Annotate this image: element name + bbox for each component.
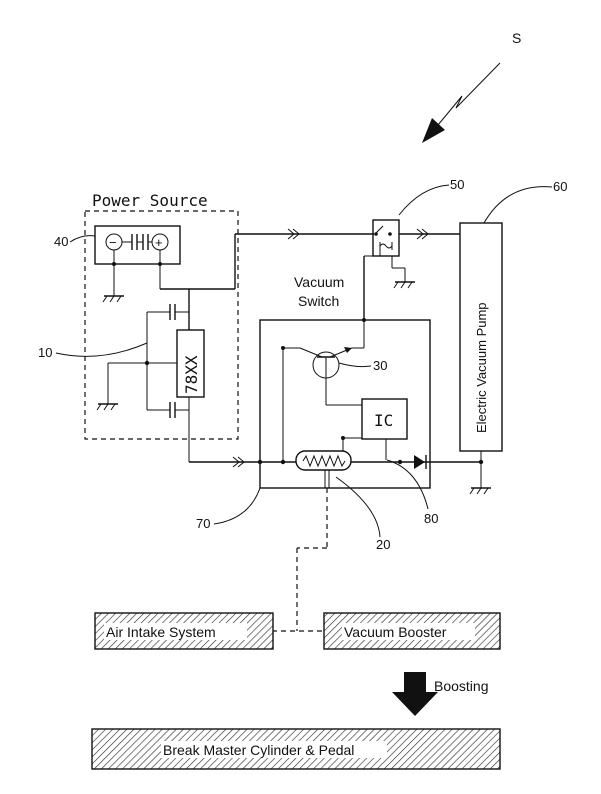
master-cylinder: Break Master Cylinder & Pedal <box>91 728 501 770</box>
vacuum-booster-label: Vacuum Booster <box>344 624 447 640</box>
ref-70: 70 <box>196 516 210 531</box>
resistor-icon <box>302 454 346 468</box>
ref-60: 60 <box>553 179 567 194</box>
top-feed-wire <box>234 228 374 289</box>
power-source-group: Power Source − + <box>84 191 239 462</box>
regulator-label: 78XX <box>182 355 201 394</box>
air-intake-label: Air Intake System <box>106 624 216 640</box>
s-arrow-head-icon <box>422 118 445 143</box>
ref-10: 10 <box>38 345 52 360</box>
ref-20: 20 <box>376 537 390 552</box>
down-arrow-icon <box>392 672 438 716</box>
flow-arrow-icon <box>232 456 240 468</box>
vacuum-line <box>272 488 328 632</box>
vacuum-switch-box <box>259 319 431 489</box>
vacuum-switch-label-2: Switch <box>298 293 339 309</box>
ic-80 <box>361 398 408 440</box>
relay-box <box>372 219 400 257</box>
ground-icon <box>469 487 491 495</box>
battery-minus-symbol: − <box>109 235 117 250</box>
ref-50: 50 <box>450 177 464 192</box>
s-arrow-line <box>437 62 501 126</box>
vacuum-switch-label-1: Vacuum <box>294 274 344 290</box>
relay-50 <box>363 219 460 320</box>
pressure-sensor-20 <box>295 450 352 471</box>
flow-arrow-icon <box>416 228 424 240</box>
ref-40: 40 <box>54 234 68 249</box>
power-source-label: Power Source <box>92 191 208 210</box>
diode-icon <box>414 455 427 469</box>
ground-icon <box>393 281 415 289</box>
vacuum-booster: Vacuum Booster <box>323 612 501 650</box>
master-cylinder-label: Break Master Cylinder & Pedal <box>163 742 354 758</box>
electric-vacuum-pump: Electric Vacuum Pump <box>459 222 503 495</box>
flow-arrow-icon <box>287 228 295 240</box>
vacuum-switch-group: Vacuum Switch IC <box>189 274 484 489</box>
reference-leaders: 40 10 50 60 30 70 20 80 <box>38 177 567 552</box>
label-s: S <box>512 30 521 46</box>
power-source-box <box>84 210 239 440</box>
air-intake-system: Air Intake System <box>94 612 274 650</box>
boosting-label: Boosting <box>434 678 488 694</box>
ic-label: IC <box>374 411 393 430</box>
ground-icon <box>96 403 118 411</box>
battery-plus-symbol: + <box>155 235 163 250</box>
ground-icon <box>102 295 124 303</box>
ref-30: 30 <box>373 358 387 373</box>
battery-box <box>94 225 181 265</box>
pump-label: Electric Vacuum Pump <box>474 302 489 433</box>
boosting-arrow-group: Boosting <box>392 672 488 716</box>
s-arrow-group: S <box>422 30 521 143</box>
ref-80: 80 <box>424 511 438 526</box>
